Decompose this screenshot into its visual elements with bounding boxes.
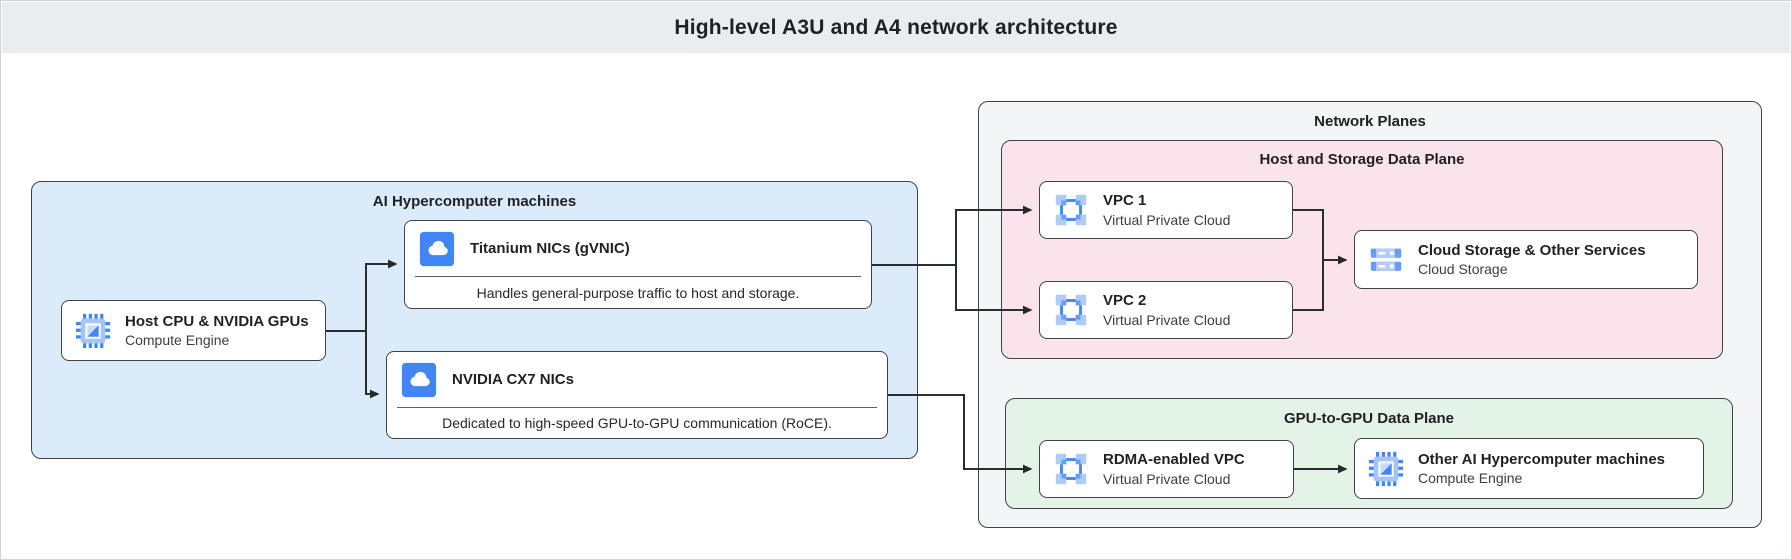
node-subtitle: Virtual Private Cloud [1103,211,1231,228]
node-subtitle: Virtual Private Cloud [1103,470,1231,487]
node-titanium-nics: Titanium NICs (gVNIC) Handles general-pu… [404,220,872,309]
vpc-icon [1055,453,1087,485]
node-subtitle: Compute Engine [125,332,230,349]
group-label-network-planes: Network Planes [1314,113,1426,130]
node-title: Titanium NICs (gVNIC) [470,240,630,257]
node-other-ai-hypercomputer-machines: Other AI Hypercomputer machines Compute … [1354,438,1704,499]
cloud-icon [419,231,455,266]
node-nvidia-cx7-nics: NVIDIA CX7 NICs Dedicated to high-speed … [386,351,888,439]
node-host-cpu: Host CPU & NVIDIA GPUs Compute Engine [61,300,326,361]
node-title: Host CPU & NVIDIA GPUs [125,312,309,330]
node-title: Cloud Storage & Other Services [1418,241,1646,259]
node-title: VPC 2 [1103,292,1147,310]
node-subtitle: Cloud Storage [1418,261,1508,278]
group-label-ai-hypercomputer-machines: AI Hypercomputer machines [372,193,577,210]
group-label-host-storage-data-plane: Host and Storage Data Plane [1259,151,1465,168]
compute-engine-icon [1368,451,1404,486]
node-rdma-enabled-vpc: RDMA-enabled VPC Virtual Private Cloud [1039,440,1294,498]
node-subtitle: Virtual Private Cloud [1103,311,1231,328]
compute-engine-icon [75,313,111,348]
diagram-titlebar: High-level A3U and A4 network architectu… [2,2,1790,53]
cloud-storage-icon [1370,248,1402,271]
node-vpc-2: VPC 2 Virtual Private Cloud [1039,281,1293,339]
node-caption: Handles general-purpose traffic to host … [476,284,800,301]
page-title: High-level A3U and A4 network architectu… [674,15,1118,39]
vpc-icon [1055,294,1087,326]
node-caption: Dedicated to high-speed GPU-to-GPU commu… [442,415,832,431]
node-title: VPC 1 [1103,192,1147,210]
node-subtitle: Compute Engine [1418,470,1523,487]
node-title: NVIDIA CX7 NICs [452,371,574,388]
divider [397,407,877,408]
node-title: RDMA-enabled VPC [1103,451,1245,469]
node-vpc-1: VPC 1 Virtual Private Cloud [1039,181,1293,239]
node-title: Other AI Hypercomputer machines [1418,450,1666,468]
vpc-icon [1055,194,1087,226]
group-label-gpu-to-gpu-data-plane: GPU-to-GPU Data Plane [1283,410,1455,427]
node-cloud-storage: Cloud Storage & Other Services Cloud Sto… [1354,230,1698,289]
divider [415,276,861,277]
cloud-icon [401,362,437,397]
